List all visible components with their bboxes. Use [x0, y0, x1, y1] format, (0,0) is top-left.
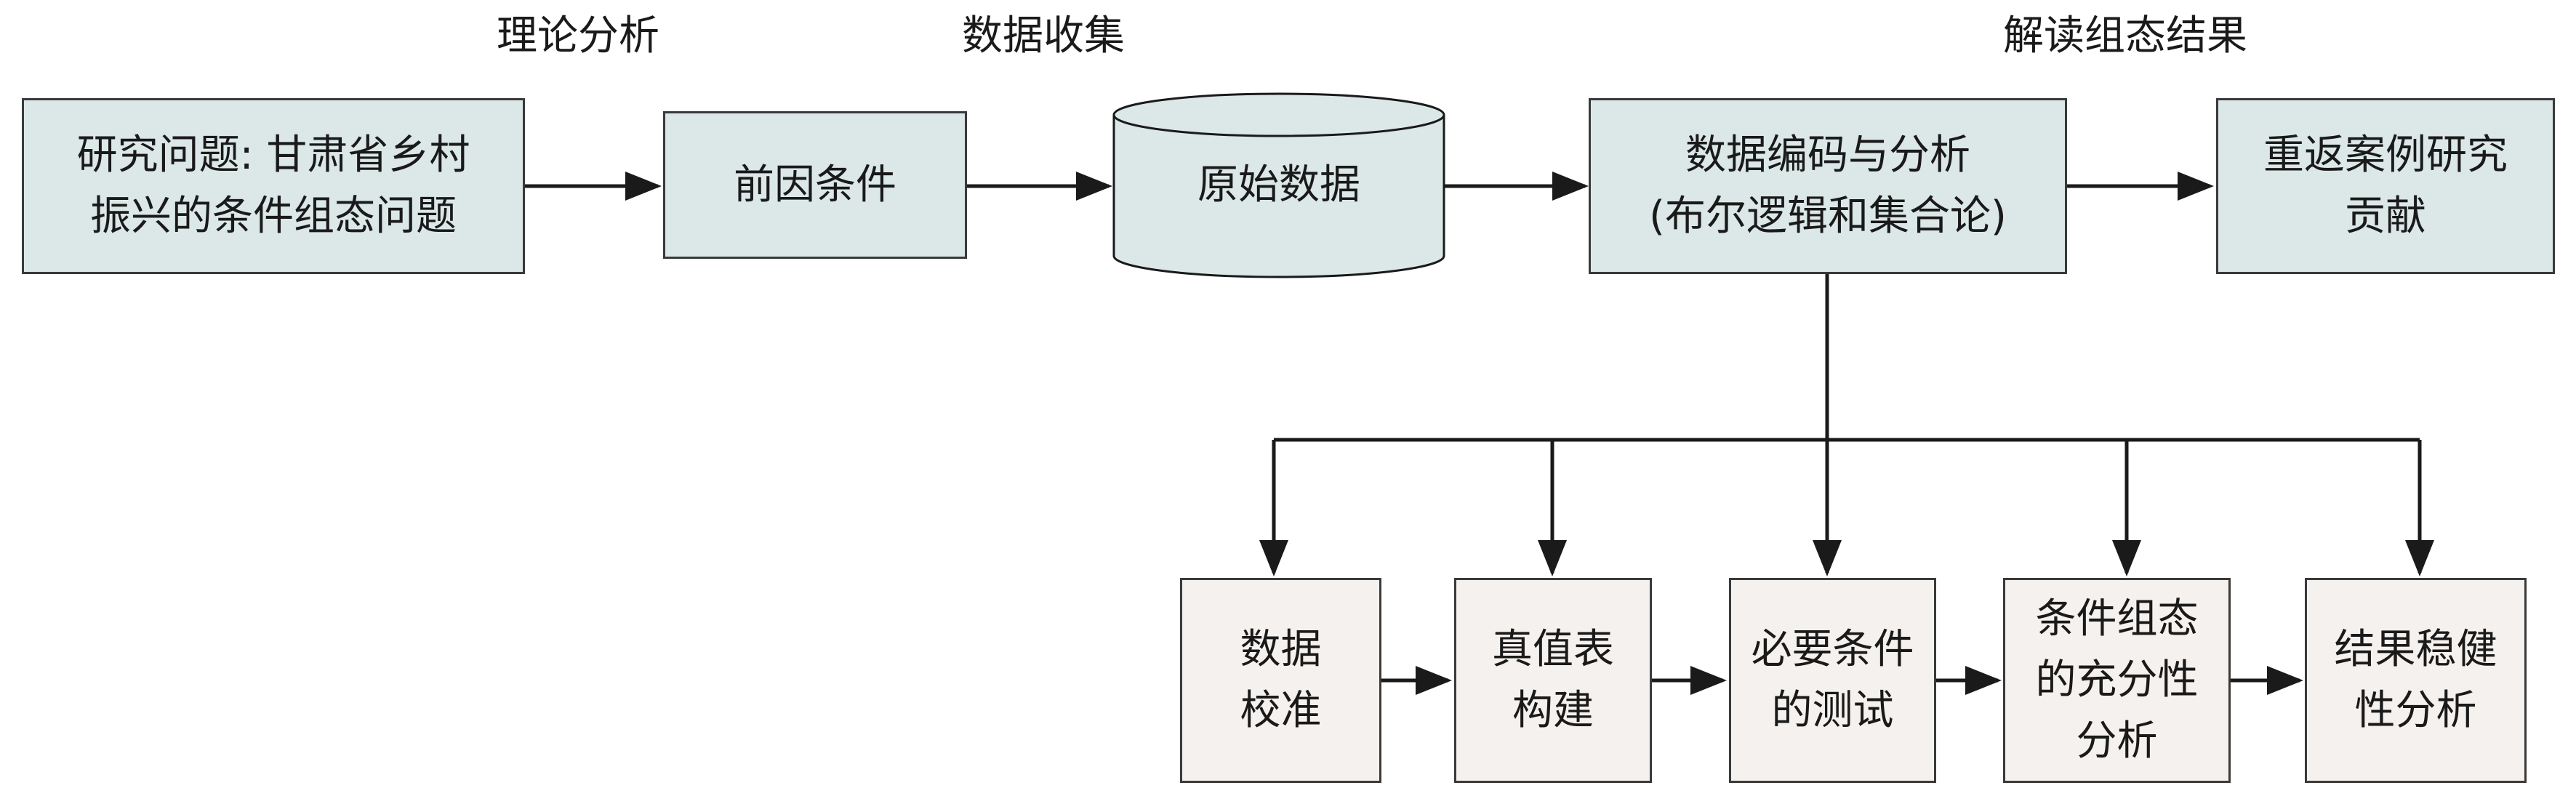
node-robustness-line-1: 结果稳健: [2334, 626, 2497, 673]
node-necessity-line-1: 必要条件: [1751, 626, 1914, 673]
node-raw-data: 原始数据: [1114, 115, 1444, 256]
node-robustness-line-2: 性分析: [2354, 687, 2477, 734]
node-return-case-line-2: 贡献: [2345, 193, 2426, 240]
node-return-case-line-1: 重返案例研究: [2263, 132, 2508, 179]
node-sufficiency-line-2: 的充分性: [2035, 656, 2199, 704]
node-sufficiency: 条件组态 的充分性 分析: [2003, 578, 2231, 783]
node-research-question-line-2: 振兴的条件组态问题: [90, 193, 457, 240]
node-truth-table-line-2: 构建: [1512, 687, 1594, 734]
stage-label-interpret: 解读组态结果: [2003, 12, 2247, 60]
node-coding: 数据编码与分析 (布尔逻辑和集合论): [1589, 98, 2067, 274]
node-calibration: 数据 校准: [1180, 578, 1381, 783]
node-robustness: 结果稳健 性分析: [2305, 578, 2527, 783]
node-antecedent: 前因条件: [663, 111, 967, 259]
node-return-case: 重返案例研究 贡献: [2216, 98, 2555, 274]
node-sufficiency-line-1: 条件组态: [2035, 595, 2199, 643]
stage-label-data-collection: 数据收集: [962, 12, 1125, 60]
node-research-question: 研究问题: 甘肃省乡村 振兴的条件组态问题: [22, 98, 525, 274]
node-coding-line-2: (布尔逻辑和集合论): [1649, 193, 2007, 240]
node-truth-table-line-1: 真值表: [1492, 626, 1614, 673]
node-research-question-line-1: 研究问题: 甘肃省乡村: [76, 132, 470, 179]
node-raw-data-line-1: 原始数据: [1197, 161, 1360, 209]
stage-label-theory: 理论分析: [497, 12, 659, 60]
node-antecedent-line-1: 前因条件: [734, 161, 896, 209]
raw-data-cylinder-icon: [1112, 92, 1445, 278]
node-sufficiency-line-3: 分析: [2076, 717, 2158, 765]
node-truth-table: 真值表 构建: [1454, 578, 1652, 783]
node-calibration-line-1: 数据: [1240, 626, 1322, 673]
node-necessity: 必要条件 的测试: [1729, 578, 1936, 783]
node-necessity-line-2: 的测试: [1771, 687, 1894, 734]
node-coding-line-1: 数据编码与分析: [1685, 132, 1970, 179]
node-calibration-line-2: 校准: [1240, 687, 1322, 734]
